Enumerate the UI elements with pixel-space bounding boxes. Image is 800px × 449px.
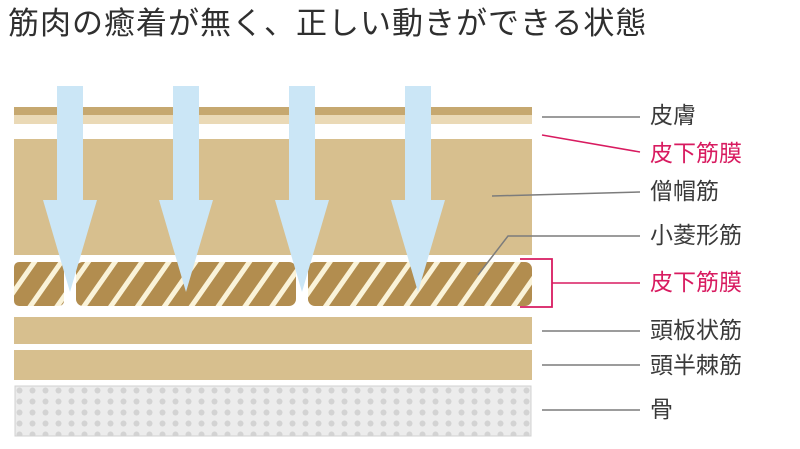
label-subcutaneous-fascia-mid: 皮下筋膜 [650,270,742,296]
semispinalis-layer [14,350,532,380]
label-splenius: 頭板状筋 [650,318,742,344]
label-skin: 皮膚 [650,103,696,129]
fascia-mid-layer [14,262,532,306]
pressure-arrows [43,86,445,292]
arrow-4 [391,86,445,292]
label-bone: 骨 [650,397,673,423]
leader-lines [477,116,641,411]
splenius-layer [14,317,532,344]
arrow-2 [159,86,213,292]
trapezius-layer [14,139,532,255]
page-title: 筋肉の癒着が無く、正しい動きができる状態 [8,6,648,42]
skin-layer [14,107,532,124]
arrow-3 [275,86,329,292]
arrow-1 [43,86,97,292]
label-subcutaneous-fascia-top: 皮下筋膜 [650,141,742,167]
label-trapezius: 僧帽筋 [650,179,719,205]
bone-layer [14,385,532,437]
label-rhomboid: 小菱形筋 [650,223,742,249]
label-semispinalis: 頭半棘筋 [650,353,742,379]
